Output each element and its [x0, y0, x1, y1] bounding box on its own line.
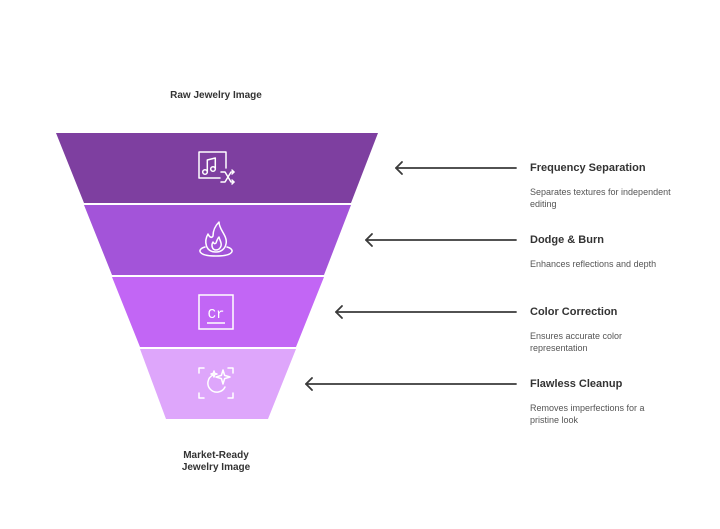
stage-desc-flawless-cleanup: Removes imperfections for a pristine loo…	[530, 403, 645, 425]
svg-text:Cr: Cr	[208, 307, 225, 323]
funnel-segment-flawless-cleanup	[140, 349, 296, 419]
stage-title-flawless-cleanup: Flawless Cleanup	[530, 378, 623, 390]
arrow-left-icon	[365, 233, 517, 247]
sparkle-frame-icon	[198, 367, 234, 399]
funnel-stage-1	[56, 133, 378, 203]
stage-title-color-correction: Color Correction	[530, 306, 618, 318]
stage-desc-dodge-burn: Enhances reflections and depth	[530, 259, 657, 269]
funnel-stage-4	[140, 349, 296, 419]
arrows	[305, 161, 517, 391]
arrow-left-icon	[395, 161, 517, 175]
funnel-segment-frequency-separation	[56, 133, 378, 203]
stage-title-dodge-burn: Dodge & Burn	[530, 234, 604, 246]
arrow-left-icon	[335, 305, 517, 319]
funnel-output-label: Market-Ready Jewelry Image	[181, 450, 251, 473]
cr-box-icon: Cr	[198, 294, 234, 330]
flame-icon	[199, 221, 233, 257]
arrow-left-icon	[305, 377, 517, 391]
funnel-stage-2	[84, 205, 351, 275]
stage-desc-frequency-separation: Separates textures for independent editi…	[530, 187, 671, 209]
stage-desc-color-correction: Ensures accurate color representation	[530, 331, 623, 353]
funnel-segment-color-correction	[112, 277, 324, 347]
music-shuffle-icon	[198, 151, 235, 185]
funnel-stage-3: Cr	[112, 277, 324, 347]
funnel-input-label: Raw Jewelry Image	[170, 90, 262, 101]
stage-title-frequency-separation: Frequency Separation	[530, 162, 646, 174]
